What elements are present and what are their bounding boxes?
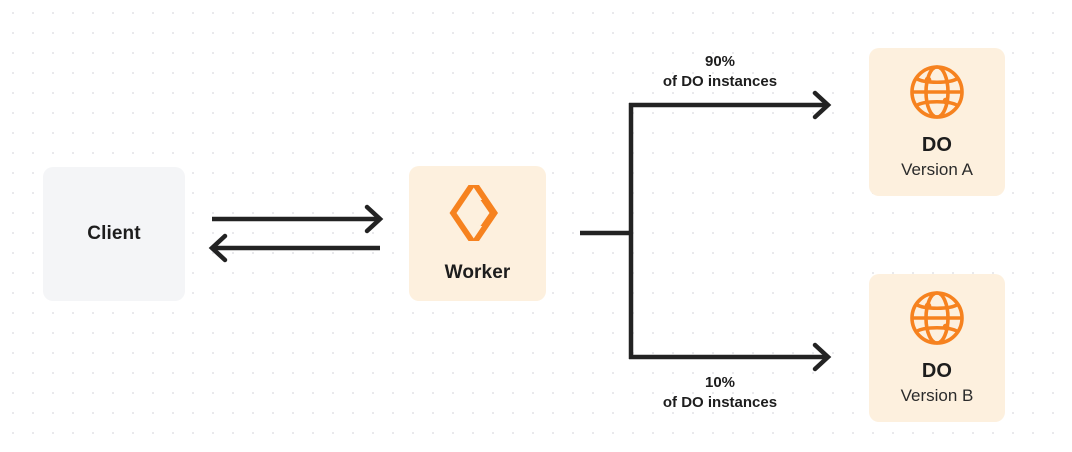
edge-label-do-a-percent: 90% — [704, 53, 736, 70]
node-do-version-b[interactable]: DO Version B — [869, 274, 1005, 422]
arrow-worker-to-client — [208, 233, 380, 263]
node-do-a-title: DO — [921, 133, 953, 156]
edge-label-do-b-description: of DO instances — [662, 393, 778, 411]
arrow-client-to-worker — [212, 204, 384, 234]
node-client[interactable]: Client — [43, 167, 185, 301]
edge-label-do-a: 90% of DO instances — [600, 52, 840, 92]
durable-object-globe-icon — [908, 289, 966, 347]
node-do-a-subtitle: Version A — [901, 159, 973, 179]
arrow-worker-to-do-a — [629, 90, 832, 120]
node-worker[interactable]: Worker — [409, 166, 546, 301]
node-client-title: Client — [87, 222, 141, 244]
edge-label-do-b-percent: 10% — [704, 374, 736, 391]
durable-object-globe-icon — [908, 63, 966, 121]
arrow-worker-to-do-b — [629, 342, 832, 372]
node-worker-title: Worker — [444, 262, 511, 284]
node-do-b-subtitle: Version B — [900, 385, 974, 405]
edge-label-do-a-description: of DO instances — [662, 72, 778, 90]
node-do-version-a[interactable]: DO Version A — [869, 48, 1005, 196]
edge-label-do-b: 10% of DO instances — [600, 373, 840, 413]
cloudflare-workers-icon — [446, 182, 510, 244]
node-do-b-title: DO — [921, 359, 953, 382]
